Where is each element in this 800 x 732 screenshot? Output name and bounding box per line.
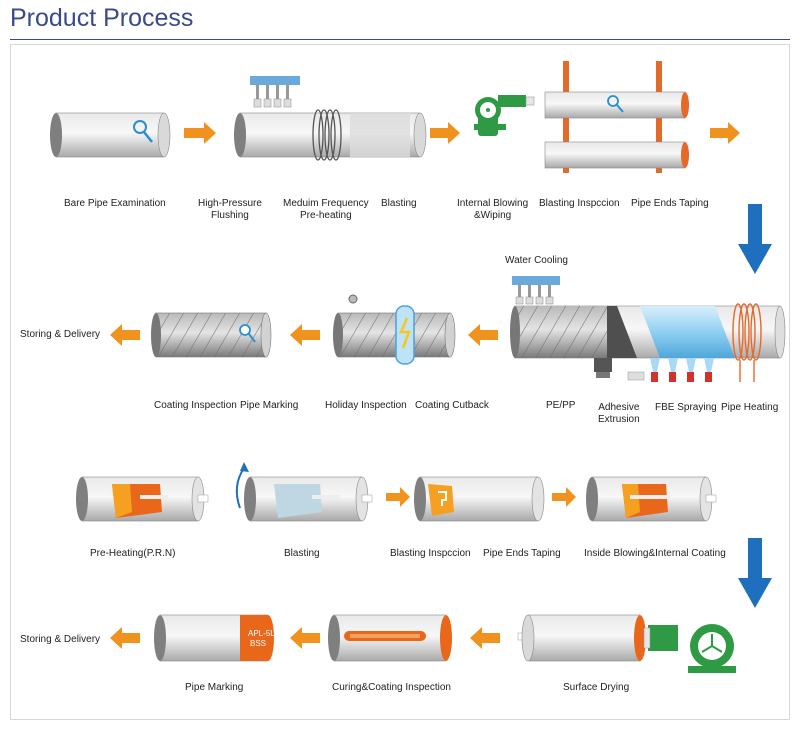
label-curing-coating-inspection: Curing&Coating Inspection bbox=[332, 682, 451, 693]
label-pipe-heating: Pipe Heating bbox=[721, 402, 779, 413]
row2-coated-pipe-marking bbox=[151, 312, 272, 358]
row4-drying-pipe bbox=[517, 614, 646, 662]
row1-flushing-heating-pipe bbox=[234, 112, 427, 158]
label-internal-blowing-wiping: Internal Blowing &Wiping bbox=[457, 198, 529, 221]
label-surface-drying: Surface Drying bbox=[563, 682, 630, 693]
label-pipe-marking: Pipe Marking bbox=[240, 400, 299, 411]
pipe-heating-coil-icon bbox=[732, 303, 762, 382]
arrow-left-icon bbox=[110, 324, 140, 346]
magnifier-icon bbox=[607, 95, 624, 113]
blower-machine-icon bbox=[643, 624, 736, 673]
row3-blasting-pipe bbox=[244, 476, 373, 522]
label-blasting: Blasting bbox=[284, 548, 320, 559]
label-blasting-inspection: Blasting Inspccion bbox=[539, 198, 620, 209]
induction-coil-icon bbox=[312, 109, 342, 161]
label-bare-pipe-examination: Bare Pipe Examination bbox=[64, 198, 166, 209]
label-coating-cutback: Coating Cutback bbox=[415, 400, 489, 411]
row3-internal-coating-pipe bbox=[586, 476, 717, 522]
title-divider bbox=[10, 39, 790, 40]
label-blasting: Blasting bbox=[381, 198, 417, 209]
arrow-right-icon bbox=[386, 487, 410, 507]
blasting-inspection-rack bbox=[544, 61, 689, 173]
row4-marked-pipe bbox=[154, 614, 274, 662]
arrow-left-icon bbox=[110, 627, 140, 649]
magnifier-icon bbox=[133, 120, 153, 143]
label-storing-delivery: Storing & Delivery bbox=[20, 634, 101, 645]
flow-arrow-down-icon bbox=[738, 204, 772, 274]
adhesive-extruder-icon bbox=[594, 358, 645, 381]
arrow-right-icon bbox=[430, 122, 460, 144]
label-pe-pp: PE/PP bbox=[546, 400, 576, 411]
water-cooling-manifold-icon bbox=[512, 276, 560, 305]
label-pipe-ends-taping: Pipe Ends Taping bbox=[483, 548, 561, 559]
page-title: Product Process bbox=[10, 4, 194, 32]
arrow-left-icon bbox=[290, 627, 320, 649]
label-storing-delivery: Storing & Delivery bbox=[20, 329, 101, 340]
label-adhesive-extrusion: Adhesive Extrusion bbox=[598, 402, 640, 425]
holiday-electrode-icon bbox=[348, 294, 358, 304]
rotate-arrow-icon bbox=[235, 462, 249, 509]
row2-coated-pipe-holiday bbox=[333, 305, 456, 365]
fbe-spray-guns-icon bbox=[650, 358, 714, 382]
label-blasting-inspection: Blasting Inspccion bbox=[390, 548, 471, 559]
label-coating-inspection: Coating Inspection bbox=[154, 400, 237, 411]
arrow-left-icon bbox=[468, 324, 498, 346]
row3-preheating-pipe bbox=[76, 476, 209, 522]
arrow-right-icon bbox=[184, 122, 216, 144]
arrow-left-icon bbox=[470, 627, 500, 649]
label-medium-frequency-preheating: Meduim Frequency Pre-heating bbox=[283, 198, 369, 221]
row2-coating-line-pipe bbox=[510, 305, 786, 359]
row4-curing-pipe bbox=[328, 614, 452, 662]
label-water-cooling: Water Cooling bbox=[505, 255, 568, 266]
label-pipe-marking: Pipe Marking bbox=[185, 682, 244, 693]
label-inside-blowing-internal-coating: Inside Blowing&Internal Coating bbox=[584, 548, 726, 559]
flow-arrow-down-icon bbox=[738, 538, 772, 608]
label-fbe-spraying: FBE Spraying bbox=[655, 402, 717, 413]
label-pipe-ends-taping: Pipe Ends Taping bbox=[631, 198, 709, 209]
label-pre-heating-prn: Pre-Heating(P.R.N) bbox=[90, 548, 176, 559]
arrow-right-icon bbox=[710, 122, 740, 144]
pipe-marking-text: APL-5L BSS bbox=[248, 629, 277, 648]
label-holiday-inspection: Holiday Inspection bbox=[325, 400, 407, 411]
row3-inspection-pipe bbox=[414, 476, 545, 522]
arrow-left-icon bbox=[290, 324, 320, 346]
label-high-pressure-flushing: High-Pressure Flushing bbox=[198, 198, 262, 221]
blower-machine-icon bbox=[474, 95, 535, 136]
magnifier-icon bbox=[239, 324, 256, 343]
arrow-right-icon bbox=[552, 487, 576, 507]
row1-bare-pipe bbox=[50, 112, 171, 158]
flushing-nozzle-manifold-icon bbox=[250, 76, 300, 108]
